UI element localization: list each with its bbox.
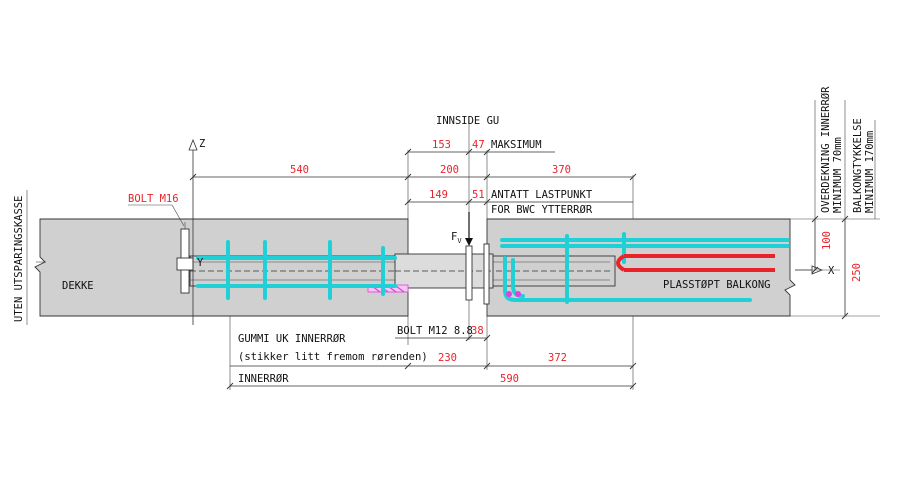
dekke-label: DEKKE <box>62 280 94 292</box>
dim-370: 370 <box>552 164 571 176</box>
overdekning-label-2: MINIMUM 70mm <box>832 137 844 213</box>
rebar-right <box>500 232 790 304</box>
balkong-slab <box>486 218 796 317</box>
innerror-label: INNERRØR <box>238 373 289 385</box>
dekke-slab <box>34 218 409 317</box>
bolt-m12-label: BOLT M12 8.8 <box>397 325 473 337</box>
dim-372: 372 <box>548 352 567 364</box>
overdekning-label-1: OVERDEKNING INNERRØR <box>820 86 832 213</box>
dim-540: 540 <box>290 164 309 176</box>
dim-153: 153 <box>432 139 451 151</box>
gummi-label-2: (stikker litt fremom rørenden) <box>238 351 428 363</box>
balkong-label-1: BALKONGTYKKELSE <box>852 118 864 213</box>
bolt-m16-label: BOLT M16 <box>128 193 179 205</box>
balkong-label-2: MINIMUM 170mm <box>864 131 876 213</box>
bolt-m16-graphic <box>176 222 194 294</box>
dim-200: 200 <box>440 164 459 176</box>
fv-load-arrow <box>465 212 473 246</box>
plasstopt-balkong-label: PLASSTØPT BALKONG <box>663 279 770 291</box>
maksimum-label: MAKSIMUM <box>491 139 542 151</box>
dim-38: 38 <box>471 325 484 337</box>
dim-47: 47 <box>472 139 485 151</box>
dim-230: 230 <box>438 352 457 364</box>
gummi-label-1: GUMMI UK INNERRØR <box>238 333 346 345</box>
dim-51: 51 <box>472 189 485 201</box>
x-axis-label: X <box>828 265 835 277</box>
for-bwc-label: FOR BWC YTTERRØR <box>491 204 593 216</box>
uten-utsparingskasse-label: UTEN UTSPARINGSKASSE <box>13 196 25 322</box>
rebar-left <box>196 240 397 300</box>
dim-149: 149 <box>429 189 448 201</box>
z-axis <box>188 138 198 325</box>
y-axis-label: Y <box>197 257 204 269</box>
z-axis-label: Z <box>199 138 205 150</box>
dim-590: 590 <box>500 373 519 385</box>
innside-gu-label: INNSIDE GU <box>436 115 499 127</box>
dim-100: 100 <box>821 231 833 250</box>
fv-label: FV <box>451 231 462 245</box>
dimension-ticks <box>189 148 849 390</box>
dim-250: 250 <box>851 263 863 282</box>
antatt-lastpunkt-label: ANTATT LASTPUNKT <box>491 189 593 201</box>
